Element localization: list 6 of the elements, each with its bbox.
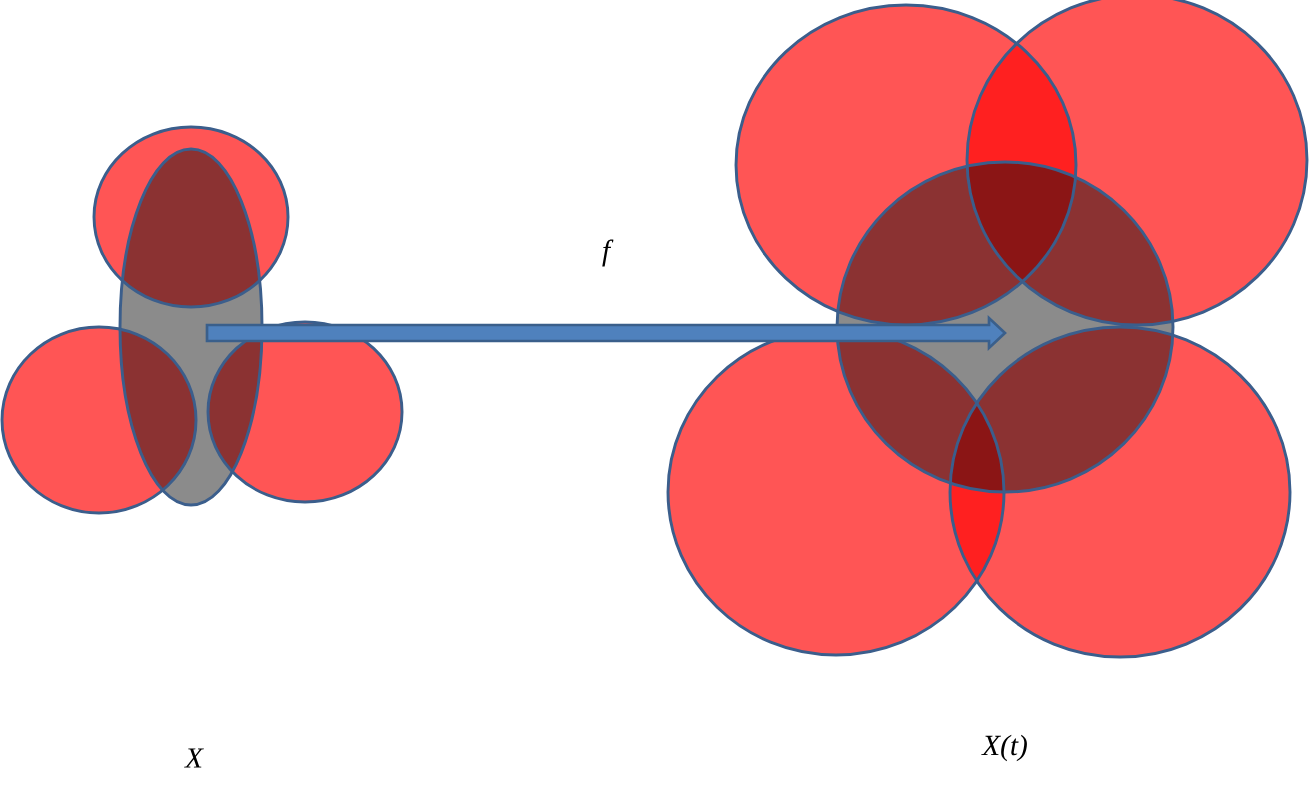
math-label: X(t) <box>981 734 1027 762</box>
circle-cluster-drawing <box>0 125 404 515</box>
edge-label: f <box>602 239 614 267</box>
circle-cluster-drawing <box>666 0 1309 659</box>
math-label: X <box>184 748 204 768</box>
block-arrow <box>205 314 1007 352</box>
